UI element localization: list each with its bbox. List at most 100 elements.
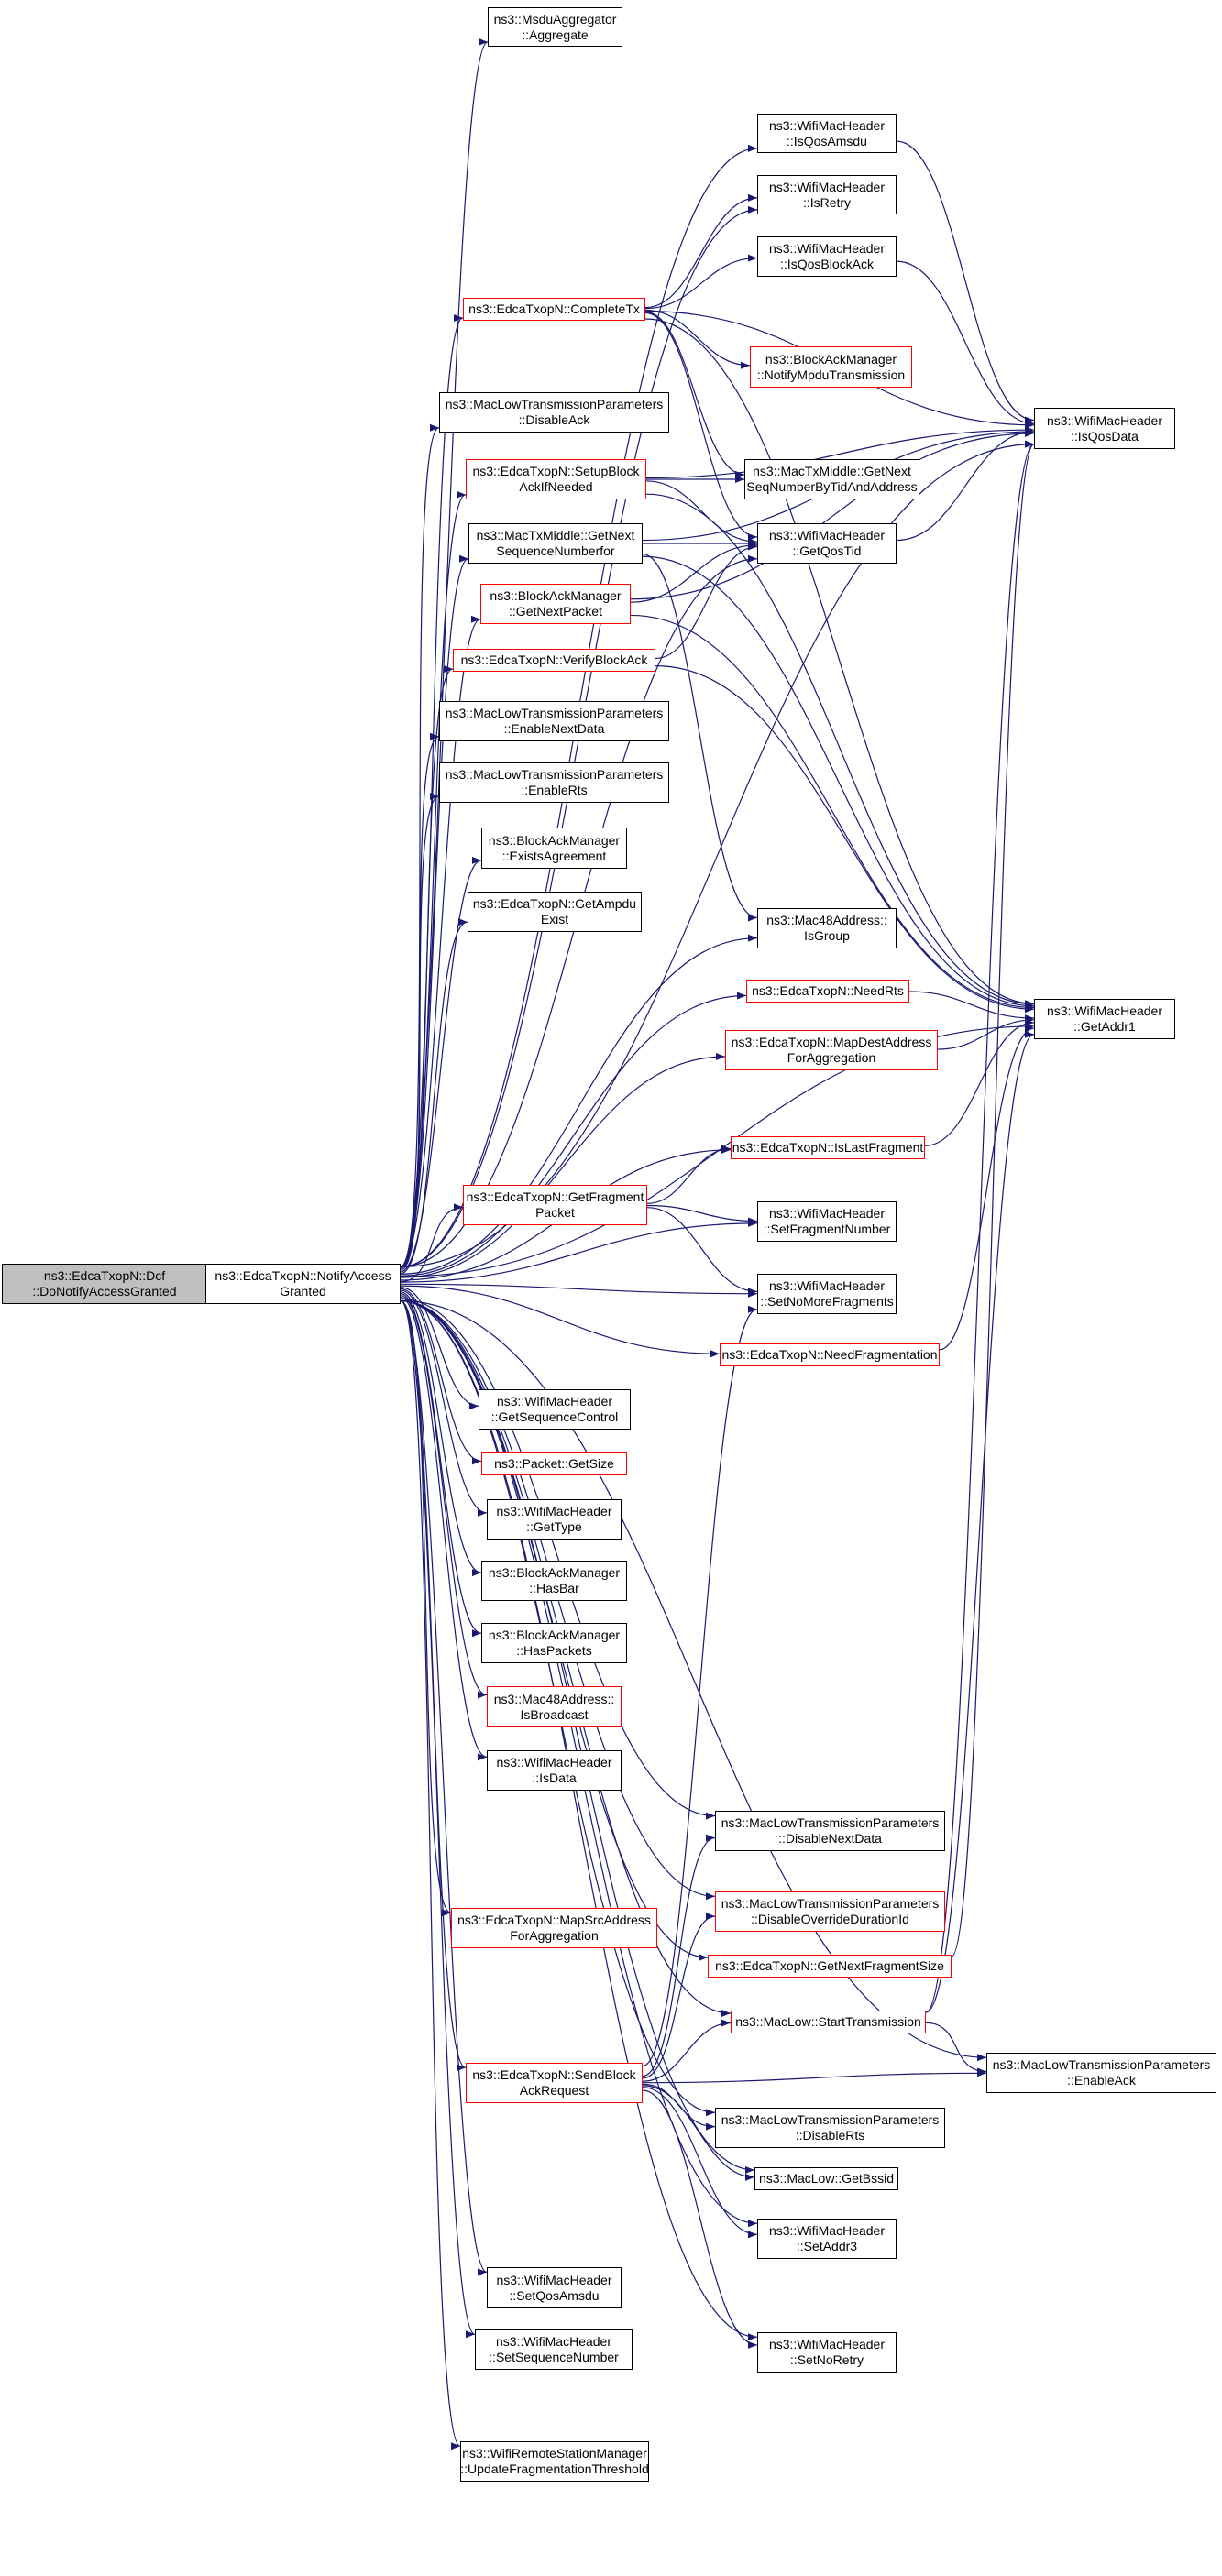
node-label-line: ns3::MacTxMiddle::GetNext bbox=[753, 464, 911, 478]
node-disable-ack[interactable]: ns3::MacLowTransmissionParameters::Disab… bbox=[439, 392, 669, 433]
edge-send-block-to-get-bssid bbox=[642, 2085, 755, 2181]
node-set-no-more[interactable]: ns3::WifiMacHeader::SetNoMoreFragments bbox=[757, 1274, 897, 1314]
node-label-line: SeqNumberByTidAndAddress bbox=[746, 479, 918, 494]
node-enable-next-data[interactable]: ns3::MacLowTransmissionParameters::Enabl… bbox=[439, 701, 669, 741]
node-verify-block[interactable]: ns3::EdcaTxopN::VerifyBlockAck bbox=[453, 649, 655, 672]
node-is-retry[interactable]: ns3::WifiMacHeader::IsRetry bbox=[757, 175, 897, 214]
node-label-line: ::GetSequenceControl bbox=[490, 1409, 619, 1424]
edge-verify-block-to-get-qos-tid bbox=[655, 543, 758, 660]
node-label-line: IsGroup bbox=[804, 928, 850, 943]
node-is-last-frag[interactable]: ns3::EdcaTxopN::IsLastFragment bbox=[731, 1136, 925, 1159]
node-set-addr3[interactable]: ns3::WifiMacHeader::SetAddr3 bbox=[757, 2219, 897, 2259]
edge-send-block-to-enable-ack bbox=[642, 2069, 987, 2084]
node-enable-rts[interactable]: ns3::MacLowTransmissionParameters::Enabl… bbox=[439, 762, 669, 803]
node-label-line: ::IsQosData bbox=[1071, 428, 1139, 444]
node-label-line: ::DisableOverrideDurationId bbox=[751, 1912, 909, 1926]
node-get-addr1[interactable]: ns3::WifiMacHeader::GetAddr1 bbox=[1034, 999, 1175, 1039]
node-get-seq-ctrl[interactable]: ns3::WifiMacHeader::GetSequenceControl bbox=[479, 1389, 631, 1430]
node-is-qos-blockack[interactable]: ns3::WifiMacHeader::IsQosBlockAck bbox=[757, 236, 897, 277]
node-need-rts[interactable]: ns3::EdcaTxopN::NeedRts bbox=[746, 980, 909, 1003]
edge-get-frag-packet-to-set-frag-num bbox=[646, 1204, 758, 1225]
node-has-bar[interactable]: ns3::BlockAckManager::HasBar bbox=[481, 1561, 627, 1601]
node-label-line: ns3::EdcaTxopN::CompleteTx bbox=[468, 301, 640, 316]
node-label-line: ns3::WifiMacHeader bbox=[768, 117, 886, 133]
node-get-next-packet[interactable]: ns3::BlockAckManager::GetNextPacket bbox=[480, 584, 631, 624]
node-disable-rts[interactable]: ns3::MacLowTransmissionParameters::Disab… bbox=[715, 2108, 945, 2148]
node-label-line: ns3::BlockAckManager bbox=[765, 351, 897, 367]
node-disable-override[interactable]: ns3::MacLowTransmissionParameters::Disab… bbox=[715, 1891, 945, 1932]
node-is-broadcast[interactable]: ns3::Mac48Address::IsBroadcast bbox=[487, 1686, 622, 1727]
node-need-frag[interactable]: ns3::EdcaTxopN::NeedFragmentation bbox=[720, 1343, 940, 1366]
node-is-qos-amsdu[interactable]: ns3::WifiMacHeader::IsQosAmsdu bbox=[757, 114, 897, 153]
node-label-line: ::IsQosBlockAck bbox=[780, 257, 874, 271]
node-label-line: SequenceNumberfor bbox=[496, 543, 615, 558]
node-is-group[interactable]: ns3::Mac48Address::IsGroup bbox=[757, 908, 897, 948]
node-label-line: Exist bbox=[540, 912, 569, 926]
edge-notify-to-setup-block bbox=[400, 490, 467, 1268]
node-label-line: ns3::EdcaTxopN::NeedRts bbox=[752, 983, 904, 998]
node-label-line: ::SetQosAmsdu bbox=[509, 2287, 600, 2303]
node-label-line: ns3::EdcaTxopN::MapSrcAddress bbox=[457, 1913, 651, 1927]
node-label-line: ::DisableAck bbox=[518, 412, 590, 427]
node-is-data[interactable]: ns3::WifiMacHeader::IsData bbox=[487, 1750, 622, 1791]
node-start-tx[interactable]: ns3::MacLow::StartTransmission bbox=[731, 2011, 926, 2033]
edge-notify-to-get-frag-packet bbox=[400, 1203, 464, 1283]
node-label-line: ns3::BlockAckManager bbox=[488, 832, 621, 848]
node-label-line: ForAggregation bbox=[510, 1928, 599, 1943]
node-msdu-agg[interactable]: ns3::MsduAggregator::Aggregate bbox=[488, 7, 622, 47]
node-label-line: ns3::WifiMacHeader bbox=[768, 2337, 886, 2351]
edge-complete-tx-to-notify-mpdu bbox=[644, 309, 751, 369]
node-update-frag[interactable]: ns3::WifiRemoteStationManager::UpdateFra… bbox=[460, 2441, 649, 2482]
node-is-qos-data[interactable]: ns3::WifiMacHeader::IsQosData bbox=[1034, 408, 1175, 449]
node-label-line: ns3::WifiMacHeader bbox=[496, 1394, 613, 1409]
node-label-line: ns3::MacLowTransmissionParameters bbox=[445, 397, 664, 411]
edge-get-next-seq-for-to-is-group bbox=[642, 553, 758, 922]
edge-send-block-to-set-addr3 bbox=[642, 2087, 758, 2239]
node-label-line: ns3::EdcaTxopN::MapDestAddress bbox=[731, 1035, 932, 1049]
node-label-line: ns3::EdcaTxopN::IsLastFragment bbox=[732, 1140, 924, 1155]
edge-is-qos-blockack-to-is-qos-data bbox=[896, 260, 1035, 428]
node-set-qos-amsdu[interactable]: ns3::WifiMacHeader::SetQosAmsdu bbox=[487, 2267, 622, 2308]
node-label-line: ::SetAddr3 bbox=[796, 2239, 858, 2253]
node-notify-mpdu[interactable]: ns3::BlockAckManager::NotifyMpduTransmis… bbox=[750, 346, 912, 388]
node-get-type[interactable]: ns3::WifiMacHeader::GetType bbox=[487, 1499, 622, 1540]
edge-notify-to-exists-agreement bbox=[400, 856, 482, 1273]
edge-map-dest-to-get-addr1 bbox=[937, 1015, 1035, 1050]
edge-need-rts-to-get-addr1 bbox=[908, 991, 1035, 1023]
node-label-line: ns3::WifiMacHeader bbox=[768, 1206, 886, 1221]
node-pkt-get-size[interactable]: ns3::Packet::GetSize bbox=[481, 1452, 627, 1475]
node-has-packets[interactable]: ns3::BlockAckManager::HasPackets bbox=[481, 1623, 627, 1663]
edge-notify-to-set-qos-amsdu bbox=[400, 1299, 488, 2276]
edge-notify-to-get-bssid bbox=[400, 1299, 755, 2174]
node-label-line: ns3::MacLowTransmissionParameters bbox=[445, 706, 664, 720]
node-label-line: ns3::WifiMacHeader bbox=[1046, 1003, 1163, 1018]
node-complete-tx[interactable]: ns3::EdcaTxopN::CompleteTx bbox=[463, 298, 645, 321]
node-set-no-retry[interactable]: ns3::WifiMacHeader::SetNoRetry bbox=[757, 2332, 897, 2373]
edge-notify-to-need-frag bbox=[400, 1285, 721, 1358]
node-set-seq-num[interactable]: ns3::WifiMacHeader::SetSequenceNumber bbox=[475, 2329, 633, 2370]
node-label-line: AckIfNeeded bbox=[519, 479, 593, 494]
node-set-frag-num[interactable]: ns3::WifiMacHeader::SetFragmentNumber bbox=[757, 1201, 897, 1242]
node-label-line: ns3::WifiMacHeader bbox=[496, 1504, 612, 1518]
node-enable-ack[interactable]: ns3::MacLowTransmissionParameters::Enabl… bbox=[986, 2053, 1216, 2093]
node-label-line: ::DisableNextData bbox=[778, 1831, 882, 1846]
node-get-qos-tid[interactable]: ns3::WifiMacHeader::GetQosTid bbox=[757, 523, 897, 564]
node-disable-next-data[interactable]: ns3::MacLowTransmissionParameters::Disab… bbox=[715, 1811, 945, 1851]
node-get-bssid[interactable]: ns3::MacLow::GetBssid bbox=[754, 2167, 898, 2190]
node-get-next-frag-size[interactable]: ns3::EdcaTxopN::GetNextFragmentSize bbox=[708, 1955, 952, 1978]
node-exists-agreement[interactable]: ns3::BlockAckManager::ExistsAgreement bbox=[481, 828, 627, 869]
edge-notify-to-has-bar bbox=[400, 1291, 482, 1577]
node-label-line: ns3::WifiMacHeader bbox=[495, 2334, 612, 2349]
node-label-line: ::GetType bbox=[526, 1519, 582, 1534]
edge-notify-to-disable-next-data bbox=[400, 1298, 716, 1820]
node-label-line: ::GetQosTid bbox=[792, 543, 862, 558]
